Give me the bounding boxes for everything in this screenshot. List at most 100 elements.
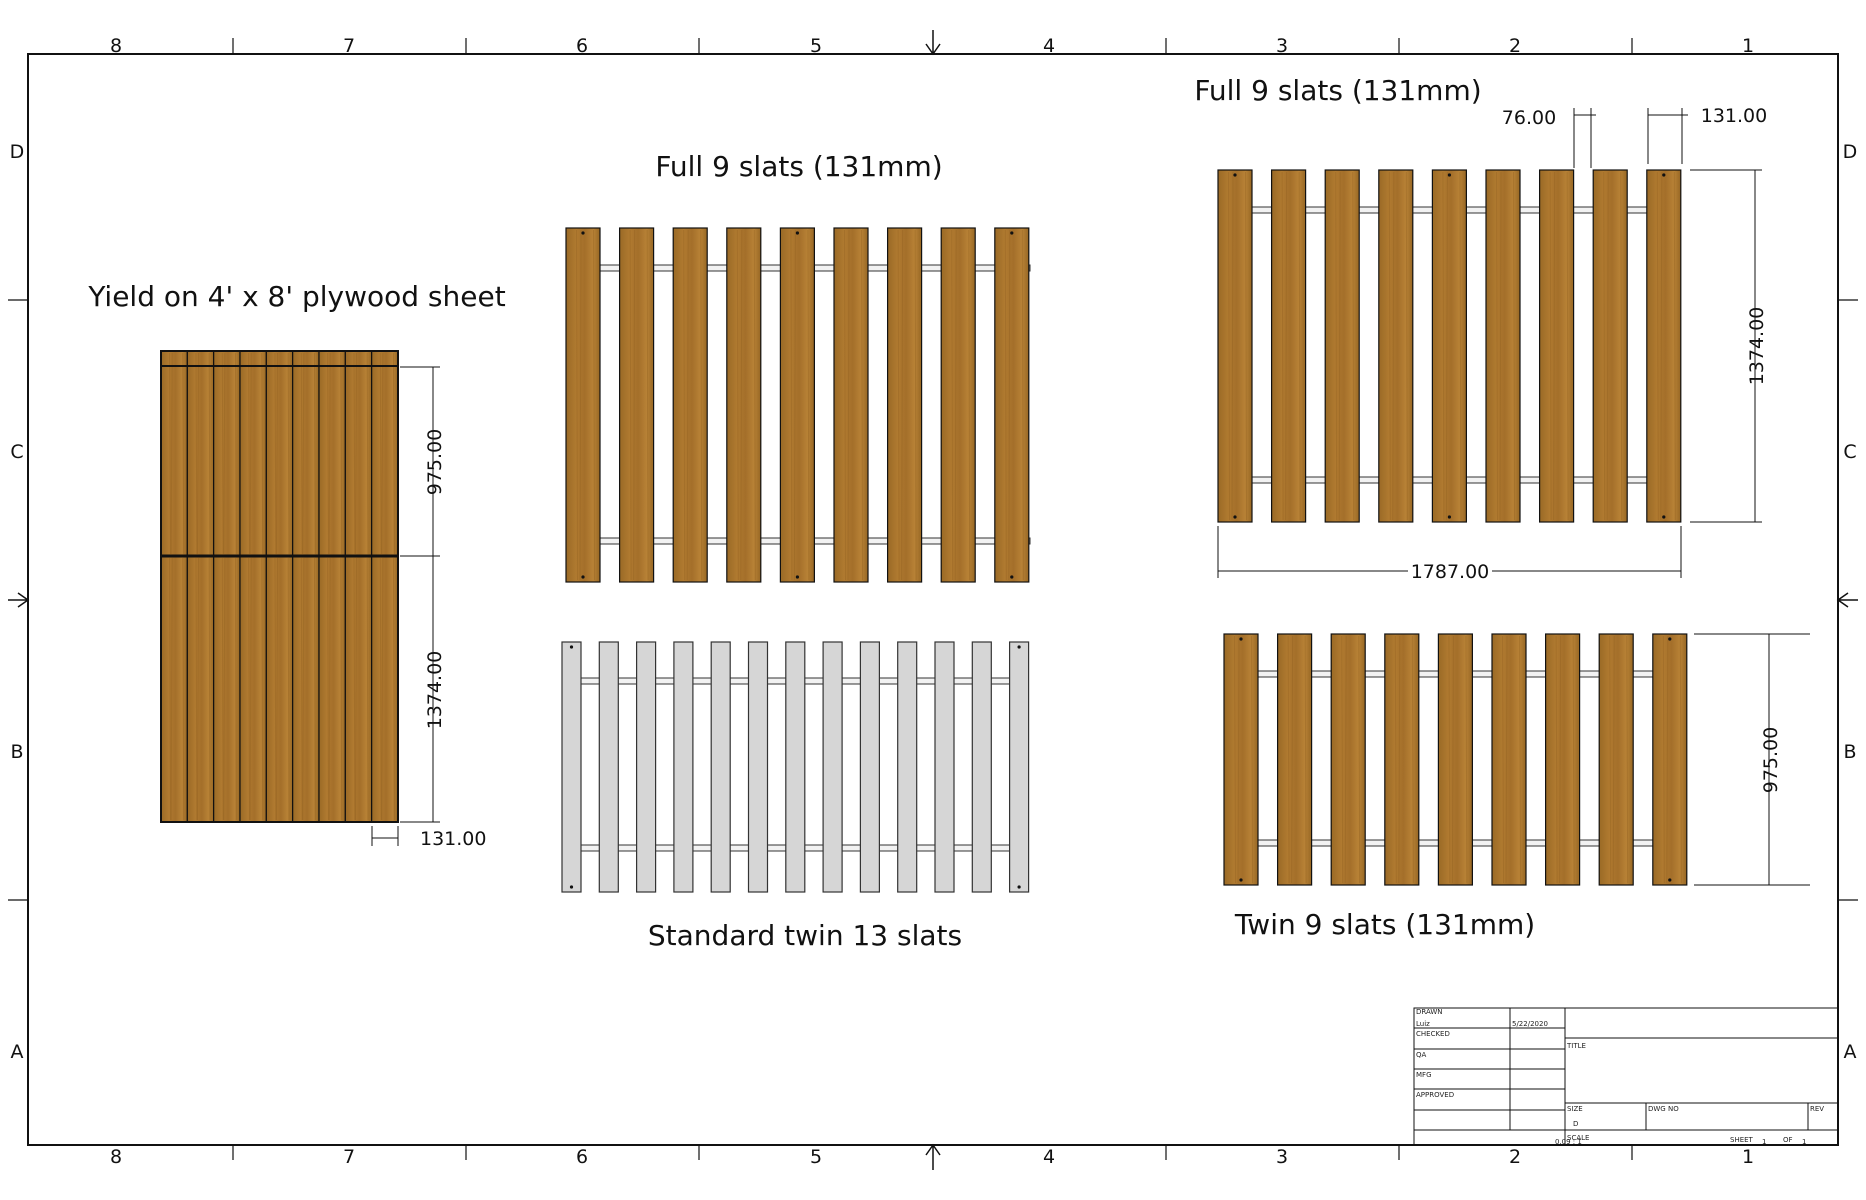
zone-column-label: 4 (1043, 35, 1055, 57)
screw-hole (1668, 878, 1672, 882)
full-9-left-view: Full 9 slats (131mm) (565, 150, 1031, 583)
tb-approved-label: APPROVED (1416, 1091, 1454, 1099)
tb-size-value: D (1573, 1120, 1578, 1128)
wood-grain (381, 557, 384, 821)
wood-grain (261, 352, 264, 555)
wood-grain (276, 352, 278, 555)
wood-grain (1304, 635, 1307, 884)
full-right-title: Full 9 slats (131mm) (1194, 74, 1481, 107)
wood-grain (274, 557, 277, 821)
plywood-slat-lower (344, 555, 373, 823)
wood-grain (914, 229, 917, 581)
wood-grain (1448, 635, 1451, 884)
zone-row-label: C (1843, 441, 1856, 463)
full-right-slat (1270, 169, 1307, 523)
wood-grain (1502, 635, 1504, 884)
wood-grain (182, 557, 185, 821)
twin-slat (1652, 633, 1688, 886)
twin-slats (1223, 633, 1688, 886)
full-9-right-view: Full 9 slats (131mm) 76.00 131.00 1374.0… (1194, 74, 1768, 583)
wood-grain (366, 557, 369, 821)
wood-grain (897, 229, 900, 581)
wood-grain (593, 229, 595, 581)
wood-grain (1234, 635, 1236, 884)
wood-grain (223, 557, 226, 821)
wood-grain (221, 557, 224, 821)
wood-grain (1609, 635, 1612, 884)
full-left-slat (565, 227, 601, 583)
full-left-slat (726, 227, 762, 583)
wood-grain (686, 229, 689, 581)
wood-grain (276, 557, 278, 821)
screw-hole (795, 575, 800, 579)
title-block (1413, 1007, 1839, 1146)
full-right-dim-131: 131.00 (1701, 105, 1767, 127)
wood-grain (1519, 635, 1521, 884)
wood-grain (1603, 171, 1606, 521)
wood-grain (1445, 171, 1448, 521)
wood-grain (261, 557, 264, 821)
full-left-title: Full 9 slats (131mm) (655, 150, 942, 183)
wood-grain (340, 557, 343, 821)
standard-slat (934, 641, 955, 893)
full-left-slat (779, 227, 816, 583)
full-left-slat (994, 227, 1030, 583)
zone-row-label: B (10, 741, 23, 763)
wood-grain (1499, 171, 1502, 521)
wood-grain (170, 557, 173, 821)
zone-column-label: 2 (1509, 1146, 1521, 1168)
plywood-outline (160, 350, 399, 823)
wood-grain (646, 229, 649, 581)
twin-slat (1598, 633, 1634, 886)
full-left-slat (886, 227, 923, 583)
wood-grain (740, 229, 743, 581)
zone-column-label: 8 (110, 1146, 122, 1168)
wood-grain (1559, 635, 1562, 884)
screw-hole (1662, 173, 1666, 177)
tb-title-label: TITLE (1566, 1042, 1586, 1050)
wood-grain (633, 229, 636, 581)
zone-column-label: 2 (1509, 35, 1521, 57)
wood-grain (1392, 171, 1395, 521)
zone-column-label: 3 (1276, 1146, 1288, 1168)
standard-slat (747, 641, 769, 893)
wood-grain (1298, 171, 1301, 521)
zone-column-label: 6 (576, 1146, 588, 1168)
tb-drawn-label: DRAWN (1416, 1008, 1443, 1016)
wood-grain (328, 352, 331, 555)
zone-ticks (8, 38, 1858, 1160)
twin-slat (1223, 633, 1259, 886)
wood-grain (313, 352, 316, 555)
full-left-slat (618, 227, 655, 583)
wood-grain (1285, 171, 1288, 521)
wood-grain (753, 229, 756, 581)
wood-grain (287, 557, 290, 821)
twin-slat (1330, 633, 1366, 886)
tb-scale-value: 0.09 : 1 (1555, 1138, 1582, 1146)
wood-grain (579, 229, 582, 581)
wood-grain (313, 557, 316, 821)
plywood-dimension-lines (371, 366, 440, 846)
wood-grain (1411, 635, 1414, 884)
dim-label-bg (1408, 560, 1492, 582)
plywood-title: Yield on 4' x 8' plywood sheet (87, 280, 505, 313)
wood-grain (1606, 171, 1609, 521)
full-left-slat (940, 227, 976, 583)
wood-grain (379, 352, 382, 555)
wood-grain (195, 557, 198, 821)
wood-grain (1572, 635, 1575, 884)
wood-grain (208, 557, 211, 821)
wood-grain (1626, 635, 1629, 884)
zone-row-label: A (11, 1041, 24, 1063)
zone-column-label: 3 (1276, 35, 1288, 57)
screw-hole (1017, 645, 1021, 649)
zone-row-label: C (10, 441, 23, 463)
wood-grain (379, 557, 382, 821)
standard-slat (710, 641, 731, 893)
wood-grain (1660, 171, 1663, 521)
screw-hole (795, 231, 800, 235)
tb-scale-label: SCALE (1567, 1134, 1589, 1142)
standard-slat (598, 641, 619, 893)
wood-grain (234, 557, 237, 821)
